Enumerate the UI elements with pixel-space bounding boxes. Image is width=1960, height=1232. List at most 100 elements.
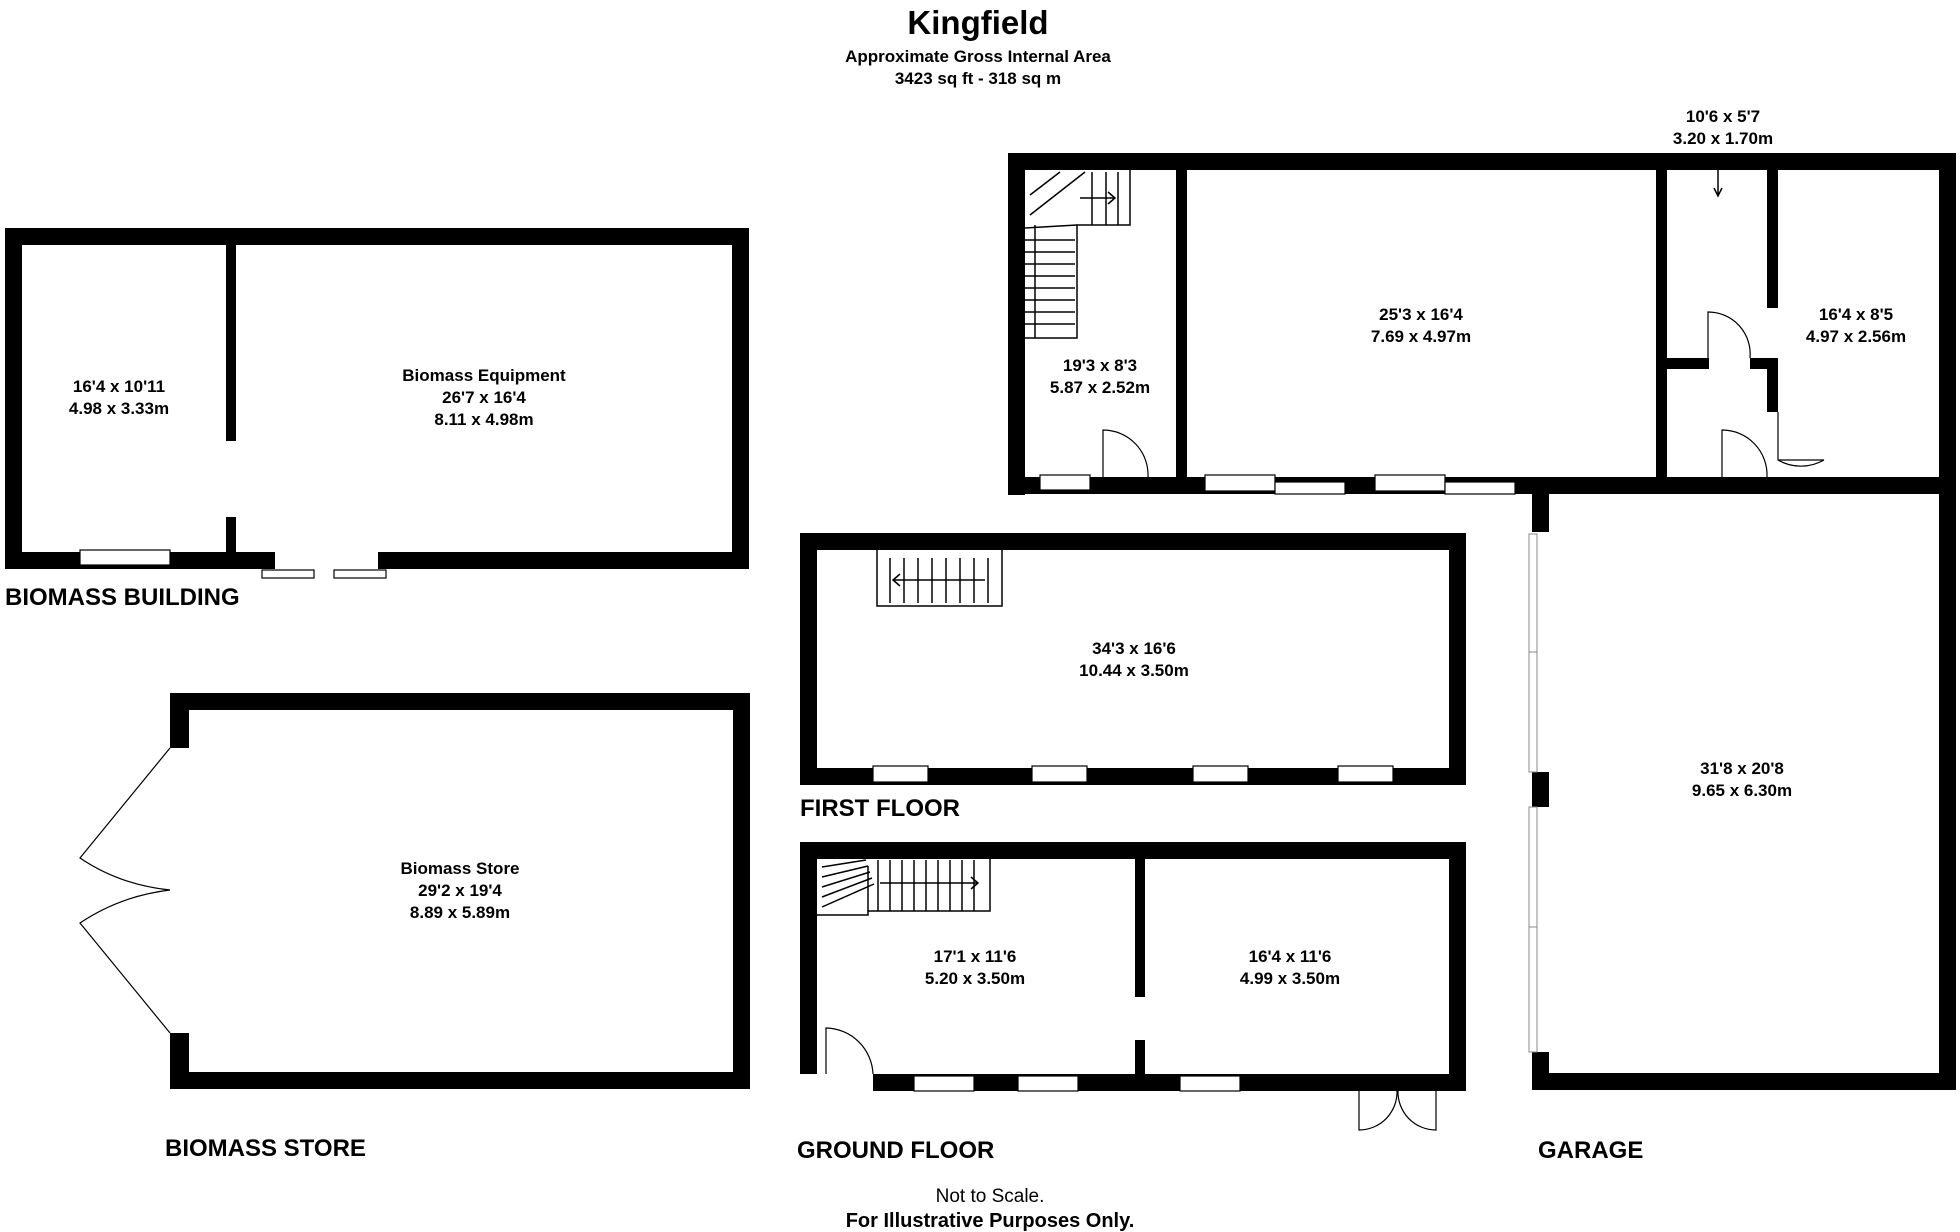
partition-wall xyxy=(1656,170,1667,477)
area-value: 3423 sq ft - 318 sq m xyxy=(895,69,1061,88)
first-floor-plan xyxy=(800,533,1466,785)
door xyxy=(825,1027,874,1075)
room-dimension-metric: 3.20 x 1.70m xyxy=(1673,129,1773,148)
wall xyxy=(733,693,750,1089)
room-dimension-metric: 7.69 x 4.97m xyxy=(1371,327,1471,346)
room-dimension-imperial: 16'4 x 8'5 xyxy=(1819,305,1893,324)
room-dimension-imperial: 10'6 x 5'7 xyxy=(1686,107,1760,126)
window xyxy=(1039,474,1091,491)
wall xyxy=(1350,477,1375,494)
stairs xyxy=(876,550,1003,607)
window xyxy=(913,1075,975,1092)
section-label: GROUND FLOOR xyxy=(797,1137,994,1164)
partition-wall xyxy=(1667,358,1709,369)
wall xyxy=(170,693,750,710)
door xyxy=(1707,311,1751,359)
room-dimension-imperial: 16'4 x 10'11 xyxy=(73,377,165,396)
room-name: Biomass Equipment xyxy=(402,366,566,385)
room-dimension-imperial: 26'7 x 16'4 xyxy=(442,388,526,407)
wall xyxy=(1532,1073,1956,1090)
room-dimension-imperial: 25'3 x 16'4 xyxy=(1379,305,1463,324)
double-door xyxy=(79,889,171,1034)
garage-door xyxy=(1528,533,1538,653)
room-dimension-metric: 4.98 x 3.33m xyxy=(69,399,169,418)
room-dimension-imperial: 19'3 x 8'3 xyxy=(1063,356,1137,375)
room-dimension-imperial: 17'1 x 11'6 xyxy=(934,947,1017,966)
wall xyxy=(1008,153,1025,495)
partition-wall xyxy=(1750,358,1778,369)
door xyxy=(1102,429,1149,478)
wall xyxy=(378,552,749,569)
stairs xyxy=(817,859,991,916)
door xyxy=(1777,412,1825,467)
section-label: GARAGE xyxy=(1538,1137,1643,1164)
door xyxy=(1721,429,1768,478)
sliding-door xyxy=(261,569,315,579)
sliding-door xyxy=(1274,481,1346,495)
wall xyxy=(1532,477,1549,532)
window xyxy=(1017,1075,1079,1092)
wall xyxy=(1449,842,1466,1074)
wall xyxy=(1359,1074,1466,1091)
wall xyxy=(800,533,1466,550)
partition-wall xyxy=(1135,859,1145,997)
section-label: BIOMASS STORE xyxy=(165,1135,366,1162)
double-door xyxy=(79,747,171,891)
room-dimension-metric: 5.87 x 2.52m xyxy=(1050,378,1150,397)
area-subtitle: Approximate Gross Internal Area xyxy=(845,47,1111,66)
wall xyxy=(800,533,817,785)
sliding-door xyxy=(1374,474,1446,492)
partition-wall xyxy=(226,245,236,441)
stairs-arrow xyxy=(1080,191,1117,205)
biomass-building-plan xyxy=(5,228,749,579)
wall xyxy=(1008,153,1956,170)
entry-arrow xyxy=(1713,170,1723,198)
room-dimension-metric: 10.44 x 3.50m xyxy=(1079,661,1189,680)
biomass-store-plan xyxy=(79,693,750,1089)
ground-floor-plan xyxy=(800,842,1466,1131)
room-dimension-imperial: 34'3 x 16'6 xyxy=(1092,639,1176,658)
stairs xyxy=(1024,171,1119,338)
window xyxy=(1179,1075,1241,1092)
stairs-arrow xyxy=(880,876,980,890)
section-label: FIRST FLOOR xyxy=(800,795,960,822)
garage-plan xyxy=(1008,153,1956,1090)
wall xyxy=(1449,533,1466,785)
plan-title: Kingfield xyxy=(907,4,1048,41)
room-dimension-imperial: 31'8 x 20'8 xyxy=(1700,759,1784,778)
section-label: BIOMASS BUILDING xyxy=(5,584,240,611)
wall xyxy=(800,842,1466,859)
window xyxy=(1031,765,1088,783)
scale-note: Not to Scale. xyxy=(936,1186,1045,1207)
wall xyxy=(170,1072,750,1089)
wall xyxy=(170,1033,189,1089)
wall xyxy=(732,228,749,569)
wall xyxy=(1530,477,1956,494)
stairs-arrow xyxy=(891,573,985,587)
window xyxy=(1192,765,1249,783)
partition-wall xyxy=(1135,1040,1145,1074)
garage-door xyxy=(1528,806,1538,928)
room-dimension-metric: 9.65 x 6.30m xyxy=(1692,781,1792,800)
garage-door xyxy=(1528,651,1538,773)
partition-wall xyxy=(1767,362,1778,412)
wall xyxy=(1939,153,1956,1090)
window xyxy=(79,549,171,566)
room-dimension-imperial: 16'4 x 11'6 xyxy=(1249,947,1332,966)
room-dimension-imperial: 29'2 x 19'4 xyxy=(418,881,502,900)
wall xyxy=(800,842,817,1074)
garage-door xyxy=(1528,926,1538,1053)
wall xyxy=(800,768,1466,785)
sliding-door xyxy=(1444,481,1516,495)
partition-wall xyxy=(226,517,236,552)
sliding-door xyxy=(333,569,387,579)
room-name: Biomass Store xyxy=(400,859,519,878)
room-dimension-metric: 4.97 x 2.56m xyxy=(1806,327,1906,346)
room-dimension-metric: 8.89 x 5.89m xyxy=(410,903,510,922)
partition-wall xyxy=(1767,170,1778,308)
wall xyxy=(170,693,189,748)
wall xyxy=(1532,772,1549,807)
sliding-door xyxy=(1204,474,1276,492)
door xyxy=(1397,1090,1437,1131)
room-dimension-metric: 4.99 x 3.50m xyxy=(1240,969,1340,988)
